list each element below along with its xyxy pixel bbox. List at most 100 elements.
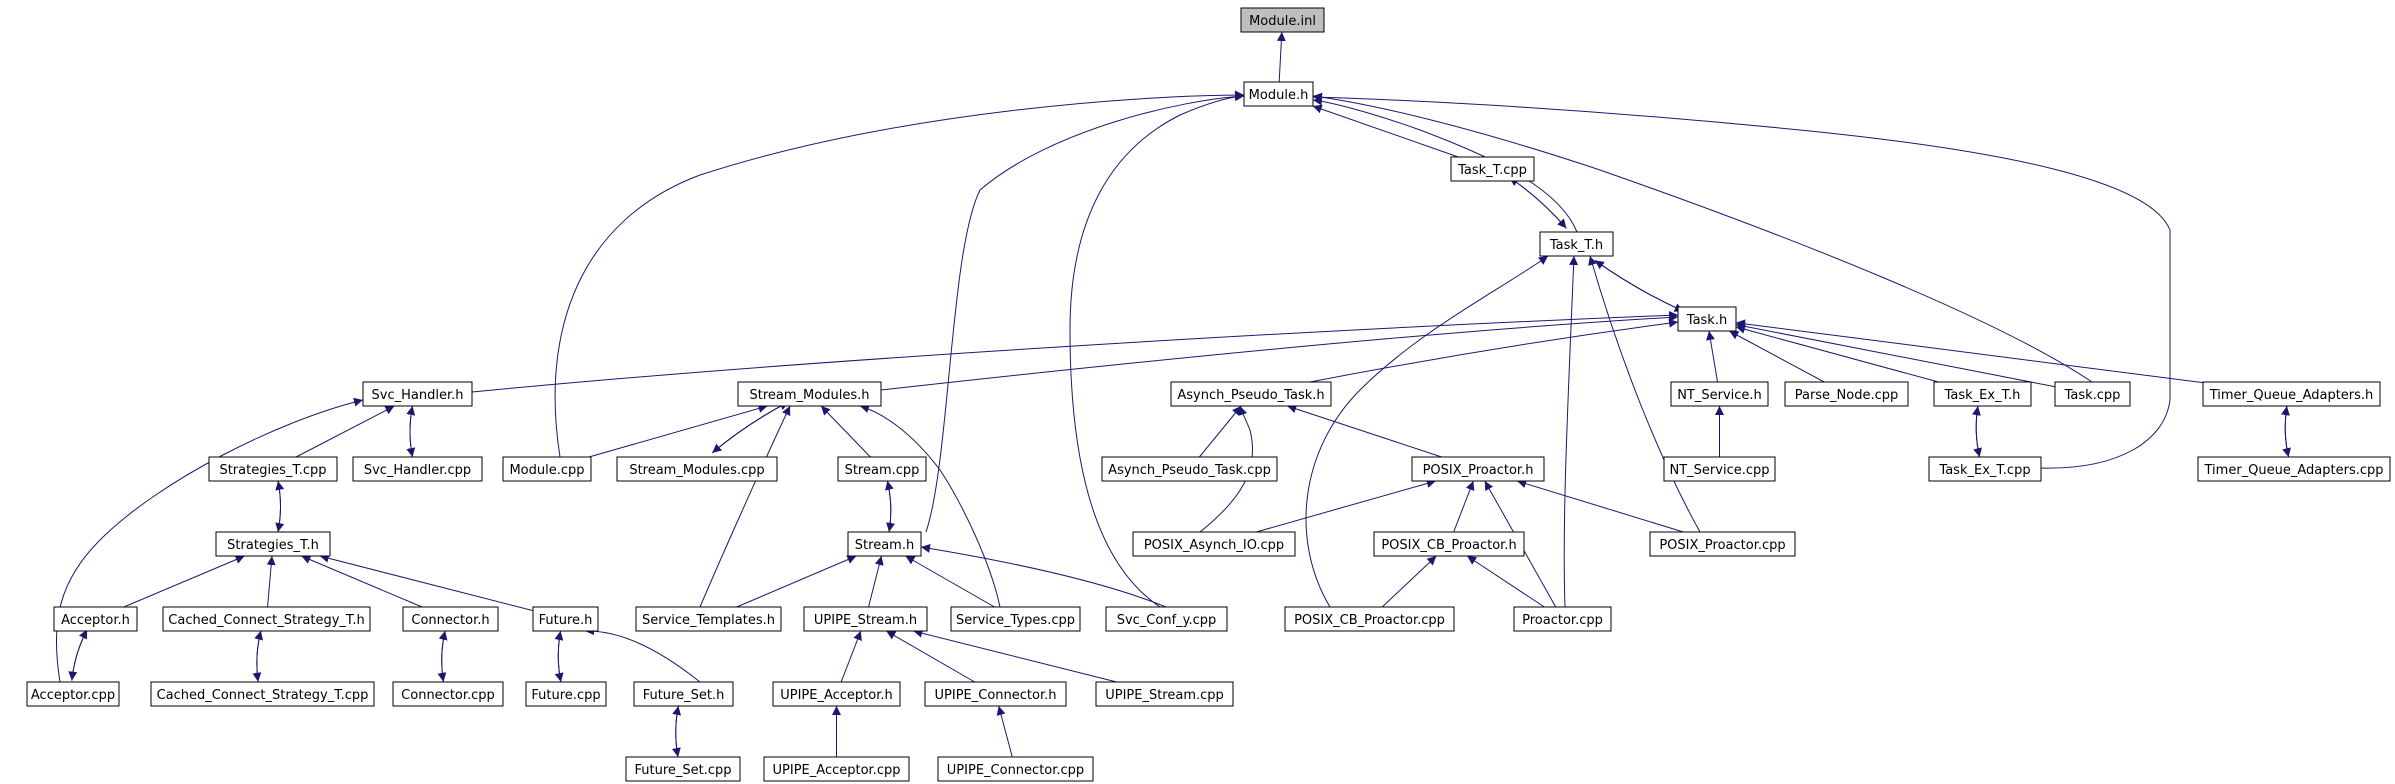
node-asynch-pseudo-task-cpp[interactable]: Asynch_Pseudo_Task.cpp [1101,456,1278,482]
node-parse-node-cpp[interactable]: Parse_Node.cpp [1784,381,1909,407]
node-upipe-acceptor-cpp[interactable]: UPIPE_Acceptor.cpp [763,756,910,782]
node-acceptor-cpp[interactable]: Acceptor.cpp [26,681,120,707]
node-box[interactable] [803,606,928,632]
node-box[interactable] [1105,606,1228,632]
node-timer-queue-adapters-h[interactable]: Timer_Queue_Adapters.h [2202,381,2381,407]
node-stream-cpp[interactable]: Stream.cpp [837,456,927,482]
node-box[interactable] [1284,606,1455,632]
node-box[interactable] [1677,306,1737,332]
node-upipe-connector-h[interactable]: UPIPE_Connector.h [924,681,1067,707]
node-box[interactable] [1663,456,1776,482]
node-svc-handler-h[interactable]: Svc_Handler.h [362,381,473,407]
node-module-h[interactable]: Module.h [1243,81,1314,107]
node-box[interactable] [1513,606,1612,632]
node-box[interactable] [837,456,927,482]
node-upipe-stream-h[interactable]: UPIPE_Stream.h [803,606,928,632]
node-svc-conf-y-cpp[interactable]: Svc_Conf_y.cpp [1105,606,1228,632]
node-module-cpp[interactable]: Module.cpp [502,456,592,482]
node-box[interactable] [362,381,473,407]
node-future-set-h[interactable]: Future_Set.h [633,681,734,707]
node-box[interactable] [2197,456,2391,482]
node-proactor-cpp[interactable]: Proactor.cpp [1513,606,1612,632]
node-stream-modules-cpp[interactable]: Stream_Modules.cpp [616,456,778,482]
node-task-cpp[interactable]: Task.cpp [2054,381,2131,407]
node-box[interactable] [2202,381,2381,407]
node-cached-connect-strategy-t-cpp[interactable]: Cached_Connect_Strategy_T.cpp [150,681,375,707]
node-cached-connect-strategy-t-h[interactable]: Cached_Connect_Strategy_T.h [162,606,371,632]
node-box[interactable] [392,681,504,707]
node-box[interactable] [1928,456,2042,482]
node-box[interactable] [26,681,120,707]
node-svc-handler-cpp[interactable]: Svc_Handler.cpp [352,456,483,482]
node-stream-modules-h[interactable]: Stream_Modules.h [737,381,882,407]
node-box[interactable] [1411,456,1545,482]
node-future-h[interactable]: Future.h [532,606,599,632]
node-posix-proactor-h[interactable]: POSIX_Proactor.h [1411,456,1545,482]
node-upipe-acceptor-h[interactable]: UPIPE_Acceptor.h [772,681,901,707]
node-posix-cb-proactor-cpp[interactable]: POSIX_CB_Proactor.cpp [1284,606,1455,632]
node-acceptor-h[interactable]: Acceptor.h [53,606,138,632]
node-connector-cpp[interactable]: Connector.cpp [392,681,504,707]
node-strategies-t-h[interactable]: Strategies_T.h [215,531,331,557]
node-box[interactable] [625,756,741,782]
node-posix-cb-proactor-h[interactable]: POSIX_CB_Proactor.h [1373,531,1525,557]
node-box[interactable] [1784,381,1909,407]
node-label: Module.inl [1249,14,1316,29]
node-box[interactable] [525,681,607,707]
node-box[interactable] [402,606,499,632]
node-connector-h[interactable]: Connector.h [402,606,499,632]
node-task-t-cpp[interactable]: Task_T.cpp [1450,156,1535,182]
node-nt-service-cpp[interactable]: NT_Service.cpp [1663,456,1776,482]
node-nt-service-h[interactable]: NT_Service.h [1670,381,1769,407]
node-strategies-t-cpp[interactable]: Strategies_T.cpp [208,456,338,482]
node-posix-asynch-io-cpp[interactable]: POSIX_Asynch_IO.cpp [1132,531,1296,557]
node-task-ex-t-cpp[interactable]: Task_Ex_T.cpp [1928,456,2042,482]
node-box[interactable] [215,531,331,557]
node-future-set-cpp[interactable]: Future_Set.cpp [625,756,741,782]
node-box[interactable] [772,681,901,707]
node-service-types-cpp[interactable]: Service_Types.cpp [950,606,1081,632]
node-timer-queue-adapters-cpp[interactable]: Timer_Queue_Adapters.cpp [2197,456,2391,482]
node-box[interactable] [737,381,882,407]
node-box[interactable] [937,756,1094,782]
node-upipe-connector-cpp[interactable]: UPIPE_Connector.cpp [937,756,1094,782]
node-box[interactable] [162,606,371,632]
node-box[interactable] [1243,81,1314,107]
node-box[interactable] [1373,531,1525,557]
node-box[interactable] [1240,7,1325,33]
node-box[interactable] [950,606,1081,632]
node-asynch-pseudo-task-h[interactable]: Asynch_Pseudo_Task.h [1170,381,1332,407]
node-box[interactable] [1670,381,1769,407]
node-box[interactable] [1450,156,1535,182]
node-future-cpp[interactable]: Future.cpp [525,681,607,707]
node-box[interactable] [1095,681,1234,707]
node-box[interactable] [208,456,338,482]
node-box[interactable] [53,606,138,632]
node-box[interactable] [532,606,599,632]
node-service-templates-h[interactable]: Service_Templates.h [635,606,782,632]
node-box[interactable] [1933,381,2032,407]
node-box[interactable] [763,756,910,782]
node-stream-h[interactable]: Stream.h [847,531,922,557]
node-box[interactable] [1101,456,1278,482]
node-task-ex-t-h[interactable]: Task_Ex_T.h [1933,381,2032,407]
node-task-t-h[interactable]: Task_T.h [1539,231,1614,257]
node-box[interactable] [2054,381,2131,407]
node-box[interactable] [924,681,1067,707]
node-box[interactable] [502,456,592,482]
node-box[interactable] [635,606,782,632]
node-box[interactable] [847,531,922,557]
edge-posix_proactor_cpp-to-task_t_h [1588,255,1701,533]
node-posix-proactor-cpp[interactable]: POSIX_Proactor.cpp [1649,531,1796,557]
node-box[interactable] [616,456,778,482]
node-box[interactable] [1539,231,1614,257]
node-box[interactable] [1649,531,1796,557]
node-box[interactable] [633,681,734,707]
node-box[interactable] [352,456,483,482]
node-upipe-stream-cpp[interactable]: UPIPE_Stream.cpp [1095,681,1234,707]
node-box[interactable] [1132,531,1296,557]
node-task-h[interactable]: Task.h [1677,306,1737,332]
node-module-inl[interactable]: Module.inl [1240,7,1325,33]
node-box[interactable] [1170,381,1332,407]
node-box[interactable] [150,681,375,707]
